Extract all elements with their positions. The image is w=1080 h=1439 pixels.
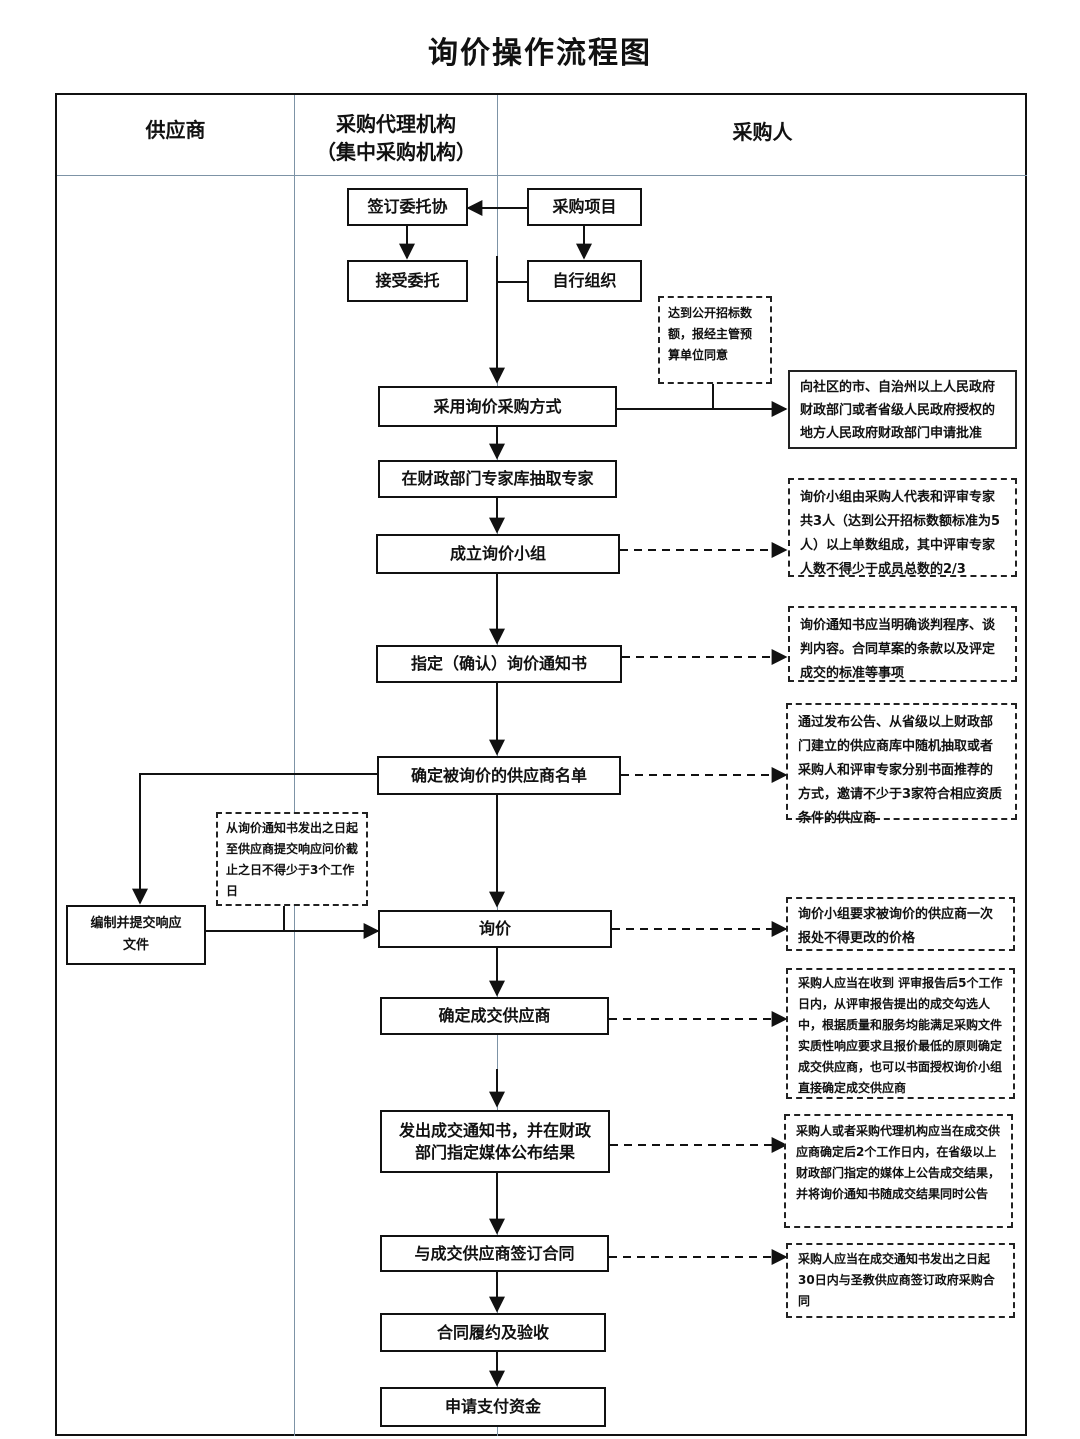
note-contract-rule: 采购人应当在成交通知书发出之日起30日内与圣教供应商签订政府采购合同 xyxy=(786,1243,1015,1318)
step-determine-winning-supplier: 确定成交供应商 xyxy=(380,997,609,1035)
step-accept-commission: 接受委托 xyxy=(347,260,468,302)
note-apply-approval: 向社区的市、自治州以上人民政府财政部门或者省级人民政府授权的地方人民政府财政部门… xyxy=(788,370,1017,449)
note-supplier-selection: 通过发布公告、从省级以上财政部门建立的供应商库中随机抽取或者采购人和评审专家分别… xyxy=(786,703,1017,826)
note-group-composition: 询价小组由采购人代表和评审专家共3人（达到公开招标数额标准为5人）以上单数组成，… xyxy=(788,478,1017,577)
note-winner-rule: 采购人应当在收到 评审报告后5个工作日内，从评审报告提出的成交勾选人中，根据质量… xyxy=(786,968,1015,1099)
step-sign-contract: 与成交供应商签订合同 xyxy=(380,1235,609,1272)
step-extract-experts: 在财政部门专家库抽取专家 xyxy=(378,460,617,498)
lane-header-agency-line2: （集中采购机构） xyxy=(316,140,476,164)
step-determine-supplier-list: 确定被询价的供应商名单 xyxy=(377,756,621,795)
step-issue-award-notice: 发出成交通知书，并在财政部门指定媒体公布结果 xyxy=(380,1110,610,1173)
step-form-inquiry-group: 成立询价小组 xyxy=(376,534,620,574)
header-divider xyxy=(57,175,1027,176)
note-publish-rule: 采购人或者采购代理机构应当在成交供应商确定后2个工作日内，在省级以上财政部门指定… xyxy=(784,1114,1013,1228)
page-title: 询价操作流程图 xyxy=(428,36,652,71)
step-adopt-inquiry-method: 采用询价采购方式 xyxy=(378,386,617,427)
step-prepare-response-documents: 编制并提交响应文件 xyxy=(66,905,206,965)
flowchart-frame xyxy=(55,93,1027,1436)
step-self-organize: 自行组织 xyxy=(527,260,642,302)
lane-header-supplier: 供应商 xyxy=(145,118,206,142)
step-specify-inquiry-notice: 指定（确认）询价通知书 xyxy=(376,645,622,683)
lane-header-agency-line1: 采购代理机构 xyxy=(336,112,456,136)
step-inquiry: 询价 xyxy=(378,910,612,948)
note-response-period: 从询价通知书发出之日起至供应商提交响应问价截止之日不得少于3个工作日 xyxy=(216,812,368,906)
step-performance-acceptance: 合同履约及验收 xyxy=(380,1313,606,1352)
step-sign-agreement: 签订委托协 xyxy=(347,188,468,226)
lane-header-agency: 采购代理机构 （集中采购机构） xyxy=(295,110,497,166)
note-one-time-quote: 询价小组要求被询价的供应商一次报处不得更改的价格 xyxy=(786,897,1015,951)
step-apply-payment: 申请支付资金 xyxy=(380,1387,606,1427)
note-bid-threshold: 达到公开招标数额，报经主管预算单位同意 xyxy=(658,296,772,384)
step-procurement-project: 采购项目 xyxy=(527,188,642,226)
lane-divider-1 xyxy=(294,95,295,1436)
lane-header-purchaser: 采购人 xyxy=(732,120,793,144)
note-notice-content: 询价通知书应当明确谈判程序、谈判内容。合同草案的条款以及评定成交的标准等事项 xyxy=(788,606,1017,682)
